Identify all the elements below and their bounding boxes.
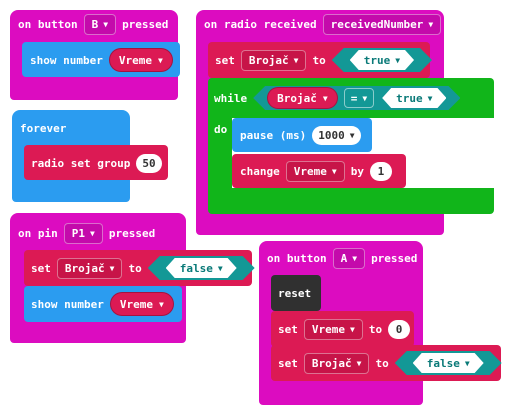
triangle-down-icon: ▼ (331, 166, 337, 176)
boolean-value: false (179, 261, 213, 275)
reset-block[interactable] (271, 275, 321, 311)
pause-label: pause (ms) (240, 128, 307, 142)
forever-label: forever (20, 121, 67, 135)
group-number-input[interactable]: 50 (136, 153, 162, 173)
variable-dropdown-brojac[interactable]: Brojač▼ (303, 352, 370, 374)
pause-duration-input[interactable]: 1000▼ (312, 125, 361, 145)
show-number-label: show number (31, 297, 104, 311)
to-label: to (368, 322, 383, 336)
triangle-down-icon: ▼ (109, 263, 115, 273)
variable-dropdown-vreme[interactable]: Vreme▼ (285, 160, 345, 182)
while-label: while (214, 91, 248, 105)
triangle-down-icon: ▼ (217, 263, 223, 273)
boolean-reporter[interactable]: true ▼ (332, 48, 432, 72)
triangle-down-icon: ▼ (356, 358, 362, 368)
on-button-b-header: on button B▼ pressed (18, 13, 168, 35)
boolean-value: true (363, 53, 391, 67)
triangle-down-icon: ▼ (362, 93, 368, 103)
boolean-reporter[interactable]: false ▼ (148, 256, 255, 280)
hat-label: on button (267, 251, 327, 265)
set-label: set (278, 356, 298, 370)
triangle-down-icon: ▼ (464, 358, 470, 368)
variable-reporter-brojac[interactable]: Brojač▼ (267, 87, 338, 109)
to-label: to (375, 356, 389, 370)
hat-label: on radio received (204, 17, 317, 31)
by-label: by (350, 164, 364, 178)
change-label: change (240, 164, 280, 178)
triangle-down-icon: ▼ (395, 55, 401, 65)
pin-dropdown[interactable]: P1▼ (63, 222, 103, 244)
triangle-down-icon: ▼ (350, 324, 355, 334)
to-label: to (312, 53, 326, 67)
set-label: set (31, 261, 51, 275)
reset-label: reset (278, 286, 312, 300)
comparison-condition[interactable]: Brojač▼ =▼ true ▼ (253, 86, 460, 110)
to-label: to (128, 261, 142, 275)
radio-set-group-label: radio set group (31, 156, 131, 170)
boolean-value: false (426, 356, 460, 370)
triangle-down-icon: ▼ (349, 130, 355, 140)
button-dropdown[interactable]: A▼ (332, 247, 366, 269)
triangle-down-icon: ▼ (428, 19, 434, 29)
value-number-input[interactable]: 0 (388, 319, 411, 339)
boolean-reporter[interactable]: false ▼ (395, 351, 502, 375)
button-dropdown[interactable]: B▼ (83, 13, 117, 35)
variable-reporter-vreme[interactable]: Vreme▼ (108, 48, 173, 72)
triangle-down-icon: ▼ (293, 55, 299, 65)
change-amount-input[interactable]: 1 (369, 161, 392, 181)
variable-dropdown-brojac[interactable]: Brojač▼ (56, 257, 123, 279)
boolean-value: true (396, 91, 423, 105)
triangle-down-icon: ▼ (103, 19, 109, 29)
triangle-down-icon: ▼ (158, 299, 164, 309)
boolean-reporter[interactable]: true ▼ (382, 88, 446, 108)
set-label: set (278, 322, 298, 336)
triangle-down-icon: ▼ (427, 93, 433, 103)
hat-label: on pin (18, 226, 58, 240)
operator-dropdown[interactable]: =▼ (344, 88, 374, 108)
triangle-down-icon: ▼ (157, 55, 163, 65)
triangle-down-icon: ▼ (90, 228, 95, 238)
variable-reporter-vreme[interactable]: Vreme▼ (109, 292, 174, 316)
variable-dropdown-brojac[interactable]: Brojač▼ (240, 49, 307, 71)
do-label: do (214, 122, 228, 136)
show-number-label: show number (30, 53, 103, 67)
triangle-down-icon: ▼ (352, 253, 358, 263)
variable-dropdown-vreme[interactable]: Vreme▼ (303, 318, 363, 340)
hat-label: on button (18, 17, 78, 31)
triangle-down-icon: ▼ (322, 93, 328, 103)
received-number-param[interactable]: receivedNumber▼ (322, 13, 442, 35)
set-label: set (215, 53, 235, 67)
